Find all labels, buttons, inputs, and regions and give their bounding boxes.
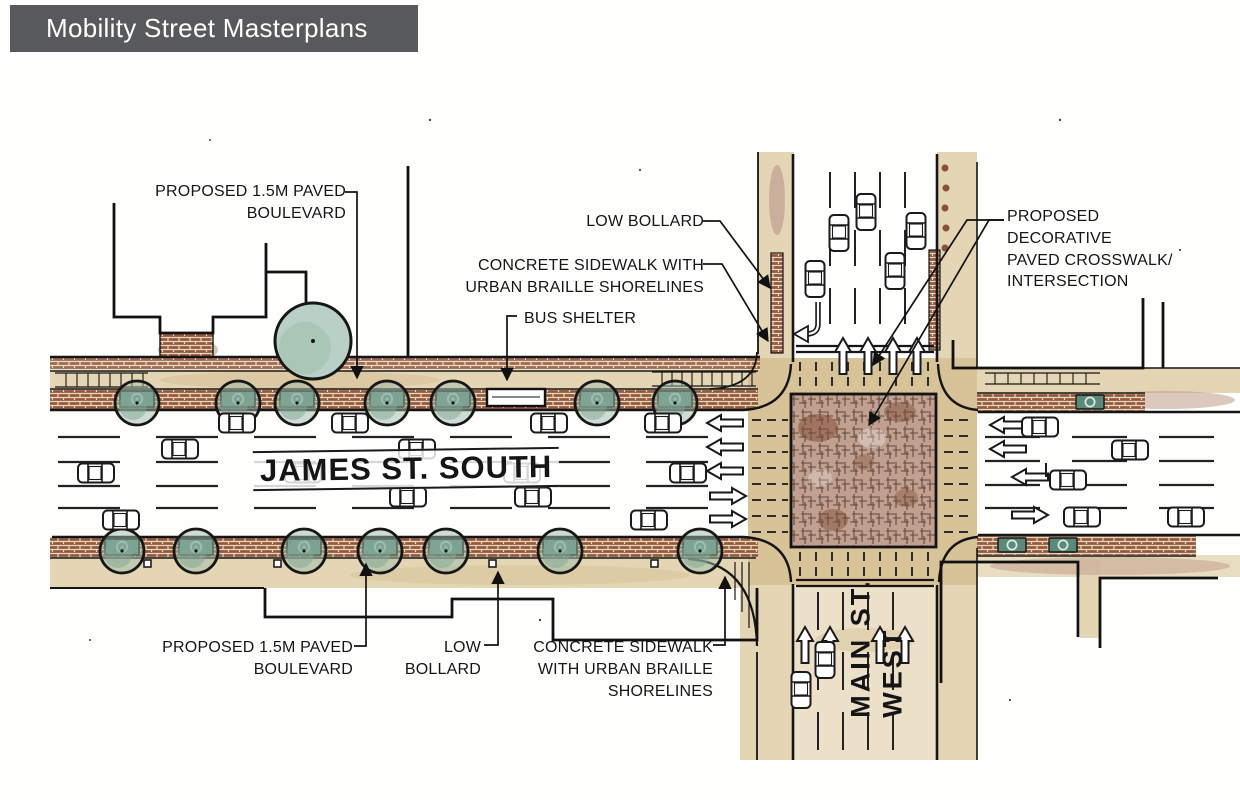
- label-low-bollard-bottom: LOW BOLLARD: [404, 639, 481, 678]
- page-title: Mobility Street Masterplans: [46, 13, 368, 43]
- label-concrete-sidewalk-top: CONCRETE SIDEWALK WITH URBAN BRAILLE SHO…: [465, 257, 704, 296]
- large-tree: [273, 301, 353, 381]
- label-low-bollard-top: LOW BOLLARD: [586, 213, 704, 230]
- decorative-intersection-square: [789, 392, 938, 549]
- street-name-james-st-south: JAMES ST. SOUTH: [252, 446, 560, 492]
- label-decorative-crosswalk: PROPOSED DECORATIVE PAVED CROSSWALK/ INT…: [1007, 208, 1173, 291]
- street-furniture: [143, 164, 950, 568]
- street-name-main-st-west: MAIN ST. WEST: [845, 578, 908, 718]
- label-proposed-boulevard-bottom: PROPOSED 1.5M PAVED BOULEVARD: [162, 639, 353, 678]
- street-trees: [98, 301, 1105, 575]
- buildings: [112, 166, 1218, 683]
- label-proposed-boulevard-top: PROPOSED 1.5M PAVED BOULEVARD: [155, 183, 346, 222]
- title-bar: Mobility Street Masterplans: [10, 5, 418, 52]
- bollards: [143, 559, 659, 568]
- label-bus-shelter: BUS SHELTER: [524, 310, 637, 327]
- paper-speckles: [89, 118, 1182, 702]
- label-concrete-sidewalk-bottom: CONCRETE SIDEWALK WITH URBAN BRAILLE SHO…: [533, 639, 713, 700]
- leader-lines: [345, 191, 1004, 647]
